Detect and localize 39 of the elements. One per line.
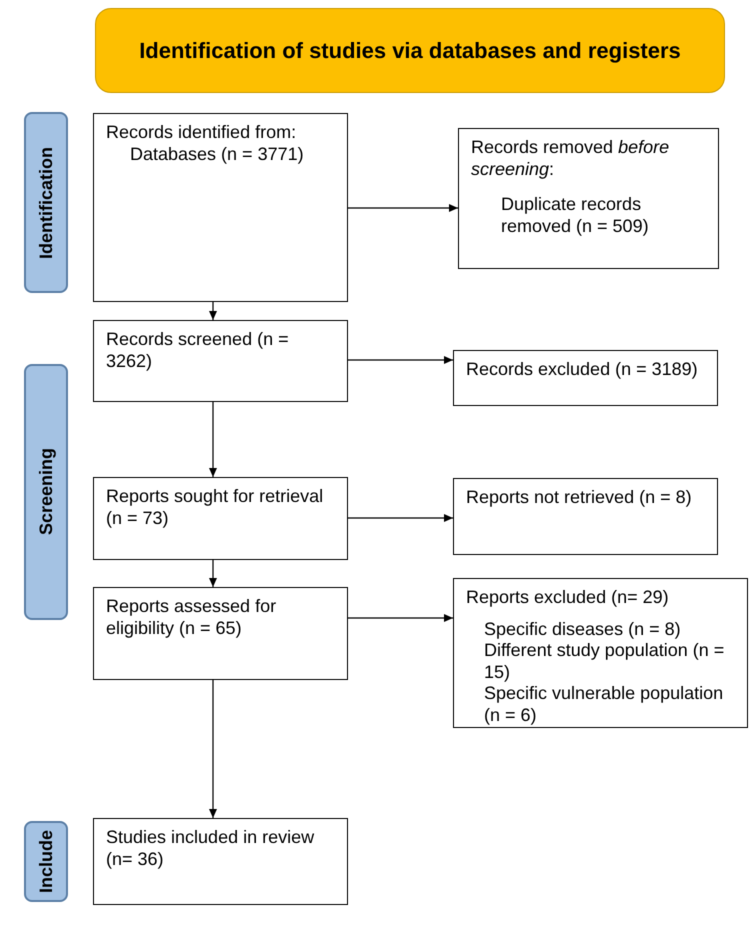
box-text: Specific diseases (n = 8) — [483, 618, 682, 640]
arrow — [209, 680, 217, 818]
box-text: Records screened (n = 3262) — [106, 329, 290, 372]
box-text: Records excluded (n = 3189) — [466, 359, 699, 381]
arrow — [209, 402, 217, 477]
process-box — [458, 128, 719, 269]
arrow — [209, 302, 217, 320]
box-text: Reports excluded (n= 29) — [466, 587, 670, 609]
title-banner — [95, 8, 725, 93]
box-text: Records removed before screening: — [471, 137, 670, 180]
process-box — [453, 350, 718, 406]
process-box — [453, 578, 748, 728]
stage-tab — [24, 364, 68, 620]
box-text: Databases (n = 3771) — [129, 144, 305, 166]
arrow — [209, 560, 217, 587]
process-box — [93, 320, 348, 402]
box-text: Specific vulnerable population (n = 6) — [483, 683, 724, 727]
process-box — [93, 477, 348, 560]
arrow — [348, 614, 453, 622]
box-text: Records identified from: — [106, 122, 298, 144]
banner-title: Identification of studies via databases and registers — [139, 36, 681, 64]
stage-tab — [24, 821, 68, 902]
box-text: Different study population (n = 15) — [483, 640, 726, 684]
box-text: Duplicate records removed (n = 509) — [500, 194, 650, 238]
process-box — [93, 113, 348, 302]
box-text: Reports sought for retrieval (n = 73) — [106, 486, 324, 530]
process-box — [93, 587, 348, 680]
box-text: Reports not retrieved (n = 8) — [466, 487, 693, 509]
stage-label: Include — [34, 830, 56, 893]
arrow — [348, 356, 453, 364]
arrow — [348, 514, 453, 522]
process-box — [93, 818, 348, 905]
stage-label: Identification — [34, 146, 56, 258]
box-text: Studies included in review (n= 36) — [106, 827, 316, 870]
process-box — [453, 478, 718, 555]
arrow — [348, 204, 458, 212]
box-text: Reports assessed for eligibility (n = 65) — [106, 596, 278, 640]
stage-tab — [24, 112, 68, 293]
stage-label: Screening — [34, 448, 57, 536]
